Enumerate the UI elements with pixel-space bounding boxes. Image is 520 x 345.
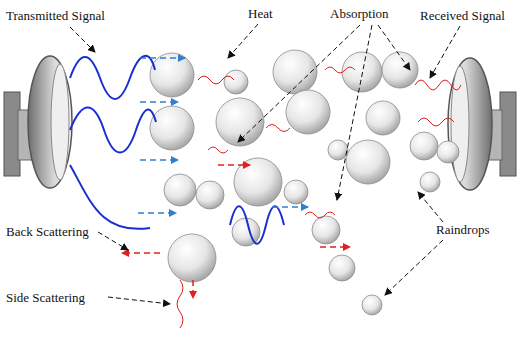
raindrop bbox=[437, 141, 459, 163]
raindrop bbox=[168, 234, 216, 282]
raindrop bbox=[150, 106, 194, 150]
callout-label: Received Signal bbox=[420, 8, 505, 23]
raindrop bbox=[150, 53, 194, 97]
callout-label: Back Scattering bbox=[6, 224, 89, 239]
transmitted-waves bbox=[70, 56, 284, 244]
raindrop bbox=[328, 140, 348, 160]
callout-label: Transmitted Signal bbox=[6, 8, 105, 23]
raindrop bbox=[216, 98, 264, 146]
raindrop bbox=[342, 52, 382, 92]
raindrops bbox=[150, 50, 459, 315]
receive-antenna bbox=[448, 58, 516, 190]
raindrop bbox=[382, 52, 418, 88]
raindrop bbox=[410, 132, 438, 160]
raindrop bbox=[224, 70, 248, 94]
raindrop bbox=[312, 216, 340, 244]
direction-arrows bbox=[122, 58, 350, 298]
callout-label: Raindrops bbox=[436, 222, 489, 237]
raindrop bbox=[286, 90, 330, 134]
callout-label: Side Scattering bbox=[6, 290, 85, 305]
raindrop bbox=[366, 101, 400, 135]
raindrop bbox=[362, 295, 382, 315]
callout-label: Heat bbox=[248, 6, 273, 21]
raindrop bbox=[232, 218, 260, 246]
leader-lines bbox=[70, 24, 460, 304]
raindrop bbox=[284, 180, 308, 204]
raindrop bbox=[164, 174, 196, 206]
callout-label: Absorption bbox=[330, 6, 389, 21]
raindrop bbox=[346, 140, 390, 184]
transmit-antenna bbox=[4, 56, 72, 188]
raindrop bbox=[196, 181, 224, 209]
raindrop bbox=[420, 172, 440, 192]
attenuated-waves bbox=[177, 67, 461, 328]
raindrop bbox=[329, 255, 355, 281]
